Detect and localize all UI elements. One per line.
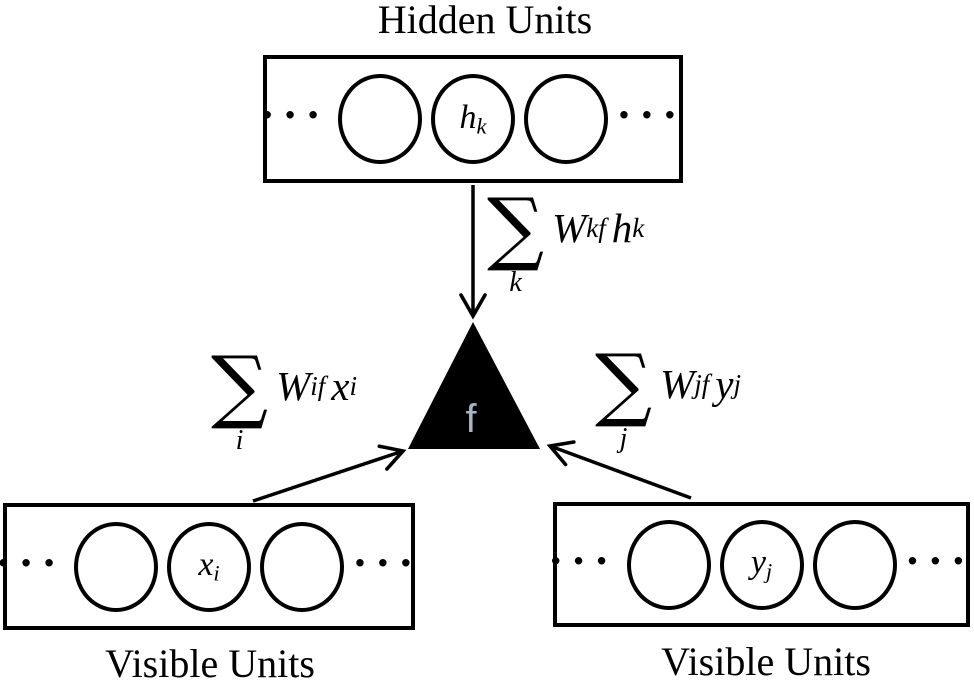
node-var: y — [750, 544, 766, 582]
unit-var: h — [611, 205, 633, 251]
visible-units-title-left: Visible Units — [105, 641, 315, 686]
summation: ∑ k — [487, 181, 545, 298]
factor-label: f — [465, 397, 477, 441]
visible-unit-node-yj: yj — [719, 519, 804, 610]
hidden-units-box: ··· hk ··· — [260, 55, 686, 183]
sum-symbol: ∑ — [595, 337, 653, 430]
unit-subscript: i — [349, 370, 358, 401]
unit-var: y — [715, 361, 734, 407]
sum-index: i — [235, 425, 244, 456]
sum-symbol: ∑ — [487, 181, 545, 274]
node-label-yj: yj — [751, 546, 772, 583]
visible-unit-node-xi: xi — [167, 521, 251, 612]
hidden-unit-node-hk: hk — [431, 74, 515, 164]
node-var-subscript: k — [476, 112, 487, 138]
node-label-xi: xi — [198, 548, 219, 585]
unit-subscript: k — [632, 212, 645, 243]
sum-index: j — [619, 423, 628, 454]
node-var-subscript: j — [765, 558, 773, 584]
node-var-subscript: i — [213, 560, 220, 586]
node-var: x — [198, 546, 214, 584]
hidden-unit-node — [524, 74, 608, 164]
summation: ∑ j — [595, 337, 653, 454]
unit-var: x — [331, 363, 350, 409]
weight-subscript: kf — [586, 212, 606, 243]
node-var: h — [459, 98, 477, 136]
ellipsis-dots-right: ··· — [905, 537, 974, 585]
weight-var: W — [276, 363, 311, 409]
ellipsis-dots-left: ··· — [0, 539, 65, 587]
unit-subscript: j — [733, 368, 742, 399]
visible-unit-node — [812, 519, 897, 610]
weight-var: W — [660, 361, 695, 407]
factor-triangle — [408, 322, 540, 449]
node-label-hk: hk — [459, 98, 487, 138]
visible-units-box-left: ··· xi ··· — [0, 503, 415, 630]
sum-index: k — [509, 267, 522, 298]
arrow-visible-left-to-factor — [252, 444, 407, 503]
weight-subscript: if — [310, 370, 326, 401]
visible-unit-node — [74, 521, 158, 612]
hidden-unit-node — [338, 74, 422, 164]
visible-unit-node — [626, 519, 711, 610]
sum-symbol: ∑ — [211, 339, 269, 432]
ellipsis-dots-right: ··· — [617, 92, 686, 139]
ellipsis-dots-left: ··· — [260, 92, 329, 139]
visible-unit-node — [260, 521, 344, 612]
weight-var: W — [552, 205, 587, 251]
ellipsis-dots-left: ··· — [548, 537, 618, 585]
weight-subscript: jf — [694, 368, 710, 399]
visible-units-box-right: ··· yj ··· — [549, 502, 970, 627]
summation: ∑ i — [211, 339, 269, 456]
hidden-units-title: Hidden Units — [377, 0, 593, 42]
ellipsis-dots-right: ··· — [353, 539, 422, 587]
visible-units-title-right: Visible Units — [661, 639, 871, 684]
